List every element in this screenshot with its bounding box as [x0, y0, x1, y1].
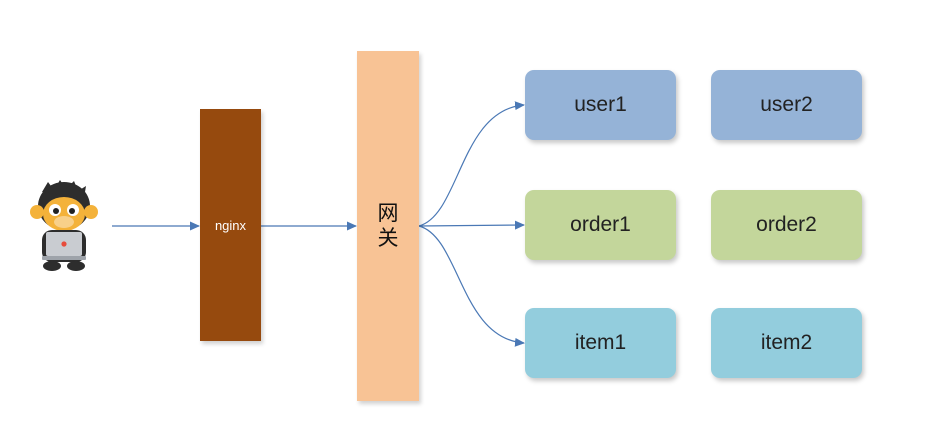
service-item1: item1 — [525, 308, 676, 378]
service-label: item2 — [760, 331, 813, 354]
arrow-gateway-to-item1 — [418, 225, 525, 347]
service-label: user1 — [574, 93, 627, 116]
service-user1: user1 — [525, 70, 676, 140]
gateway-label: 网关 — [377, 201, 399, 250]
monkey-with-laptop-icon — [28, 180, 100, 272]
service-order1: order1 — [525, 190, 676, 260]
service-order2: order2 — [711, 190, 862, 260]
service-item2: item2 — [711, 308, 862, 378]
service-label: item1 — [574, 331, 627, 354]
nginx-node: nginx — [200, 109, 261, 341]
service-label: user2 — [760, 93, 813, 116]
service-label: order2 — [756, 213, 817, 236]
service-label: order1 — [570, 213, 631, 236]
arrow-gateway-to-order1 — [418, 220, 525, 230]
nginx-label: nginx — [214, 217, 247, 233]
arrow-gateway-to-user1 — [418, 101, 525, 227]
gateway-node: 网关 — [357, 51, 419, 401]
service-user2: user2 — [711, 70, 862, 140]
